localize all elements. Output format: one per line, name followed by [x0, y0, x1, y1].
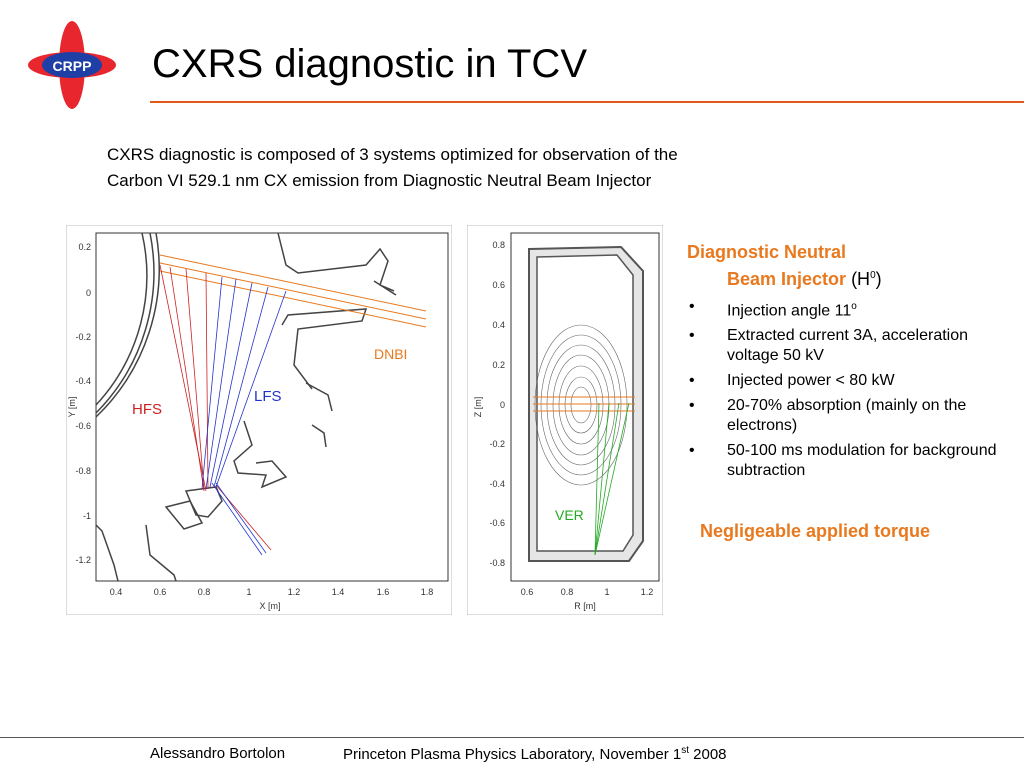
list-item: • 20-70% absorption (mainly on the electr…	[687, 396, 1007, 436]
bullet-text: Injected power < 80 kW	[727, 372, 895, 390]
right-x-tick: 1.2	[641, 587, 654, 597]
lfs-label: LFS	[254, 388, 282, 405]
right-y-tick: 0.6	[492, 280, 505, 290]
right-y-ticks: 0.8 0.6 0.4 0.2 0 -0.2 -0.4 -0.6 -0.8	[489, 240, 505, 568]
bullet-icon: •	[689, 327, 695, 345]
crpp-logo: CRPP	[28, 21, 116, 109]
crpp-cross-logo	[28, 21, 116, 109]
list-item: • 50-100 ms modulation for background sub…	[687, 441, 1007, 481]
bullet-text: 20-70% absorption (mainly on the electro…	[727, 397, 967, 435]
vessel-geometry	[95, 232, 397, 582]
left-y-tick: -0.8	[75, 466, 91, 476]
right-y-tick: -0.8	[489, 558, 505, 568]
left-x-label: X [m]	[259, 601, 280, 611]
right-y-tick: 0.2	[492, 360, 505, 370]
right-x-tick: 0.6	[521, 587, 534, 597]
dnbi-heading-line2-wrap: Beam Injector (H0)	[687, 264, 1007, 291]
footer-lab-superscript: st	[681, 745, 689, 756]
left-x-tick: 1	[246, 587, 251, 597]
left-y-tick: -1	[83, 511, 91, 521]
hydrogen-symbol: (H0)	[851, 269, 882, 289]
left-y-label: Y [m]	[67, 397, 77, 418]
bullet-text: 50-100 ms modulation for background subt…	[727, 442, 997, 480]
intro-text: CXRS diagnostic is composed of 3 systems…	[107, 142, 907, 194]
bullet-text: Injection angle 11	[727, 302, 852, 320]
bullet-icon: •	[689, 442, 695, 460]
right-y-tick: -0.4	[489, 479, 505, 489]
dnbi-specs-list: • Injection angle 11o • Extracted current …	[687, 297, 1007, 481]
list-item: • Injection angle 11o	[687, 297, 1007, 321]
list-item: • Injected power < 80 kW	[687, 371, 1007, 391]
dnbi-beam	[159, 254, 427, 328]
intro-line-1: CXRS diagnostic is composed of 3 systems…	[107, 145, 678, 164]
right-x-label: R [m]	[574, 601, 596, 611]
left-x-tick: 1.6	[377, 587, 390, 597]
plot-axes-box	[95, 232, 449, 582]
dnbi-heading-line1: Diagnostic Neutral	[687, 242, 847, 262]
logo-text: CRPP	[53, 58, 92, 74]
footer-lab: Princeton Plasma Physics Laboratory, Nov…	[343, 745, 727, 763]
hfs-label: HFS	[132, 401, 162, 418]
bullet-icon: •	[689, 372, 695, 390]
torque-note: Negligeable applied torque	[700, 521, 931, 541]
degree-superscript: o	[851, 301, 857, 312]
ver-label: VER	[555, 507, 584, 523]
footer-lab-year: 2008	[688, 746, 727, 763]
right-y-label: Z [m]	[473, 397, 483, 418]
plot-axes-box	[510, 232, 660, 582]
left-y-tick: -0.4	[75, 376, 91, 386]
left-x-tick: 1.4	[332, 587, 345, 597]
dnbi-heading: Diagnostic Neutral Beam Injector (H0)	[687, 240, 1007, 291]
lfs-sightlines	[201, 276, 287, 556]
left-x-tick: 0.8	[198, 587, 211, 597]
left-y-tick: -0.6	[75, 421, 91, 431]
title-divider	[150, 101, 1024, 103]
bullet-icon: •	[689, 298, 695, 315]
left-y-ticks: 0.2 0 -0.2 -0.4 -0.6 -0.8 -1 -1.2	[75, 242, 91, 565]
toroidal-view-figure: 0.2 0 -0.2 -0.4 -0.6 -0.8 -1 -1.2 0.4 0.…	[66, 225, 452, 615]
right-y-tick: 0	[500, 400, 505, 410]
left-y-tick: 0	[86, 288, 91, 298]
footer-author: Alessandro Bortolon	[150, 745, 286, 762]
flux-surfaces	[534, 324, 628, 486]
dnbi-info-panel: Diagnostic Neutral Beam Injector (H0) • I…	[687, 240, 1007, 486]
dnbi-heading-line2: Beam Injector	[727, 269, 847, 289]
right-x-ticks: 0.6 0.8 1 1.2	[521, 587, 654, 597]
right-x-tick: 0.8	[561, 587, 574, 597]
left-y-tick: -0.2	[75, 332, 91, 342]
hydrogen-symbol-close: )	[875, 269, 882, 289]
dnbi-label: DNBI	[374, 346, 407, 362]
left-y-tick: -1.2	[75, 555, 91, 565]
right-y-tick: -0.6	[489, 518, 505, 528]
left-x-tick: 0.4	[110, 587, 123, 597]
left-x-tick: 0.6	[154, 587, 167, 597]
page-title: CXRS diagnostic in TCV	[152, 42, 587, 86]
bullet-text: Extracted current 3A, acceleration volta…	[727, 327, 969, 365]
hydrogen-symbol-text: (H	[851, 269, 871, 289]
right-y-tick: 0.4	[492, 320, 505, 330]
right-y-tick: -0.2	[489, 439, 505, 449]
left-y-tick: 0.2	[78, 242, 91, 252]
footer-lab-text: Princeton Plasma Physics Laboratory, Nov…	[343, 746, 682, 763]
right-x-tick: 1	[604, 587, 609, 597]
left-x-tick: 1.8	[421, 587, 434, 597]
left-x-tick: 1.2	[288, 587, 301, 597]
intro-line-2: Carbon VI 529.1 nm CX emission from Diag…	[107, 171, 652, 190]
ver-sightlines	[594, 402, 630, 556]
poloidal-view-figure: 0.8 0.6 0.4 0.2 0 -0.2 -0.4 -0.6 -0.8 0.…	[467, 225, 663, 615]
right-y-tick: 0.8	[492, 240, 505, 250]
list-item: • Extracted current 3A, acceleration volt…	[687, 326, 1007, 366]
left-x-ticks: 0.4 0.6 0.8 1 1.2 1.4 1.6 1.8	[110, 587, 434, 597]
hydrogen-superscript: 0	[870, 270, 876, 281]
footer-divider	[0, 737, 1024, 738]
bullet-icon: •	[689, 397, 695, 415]
